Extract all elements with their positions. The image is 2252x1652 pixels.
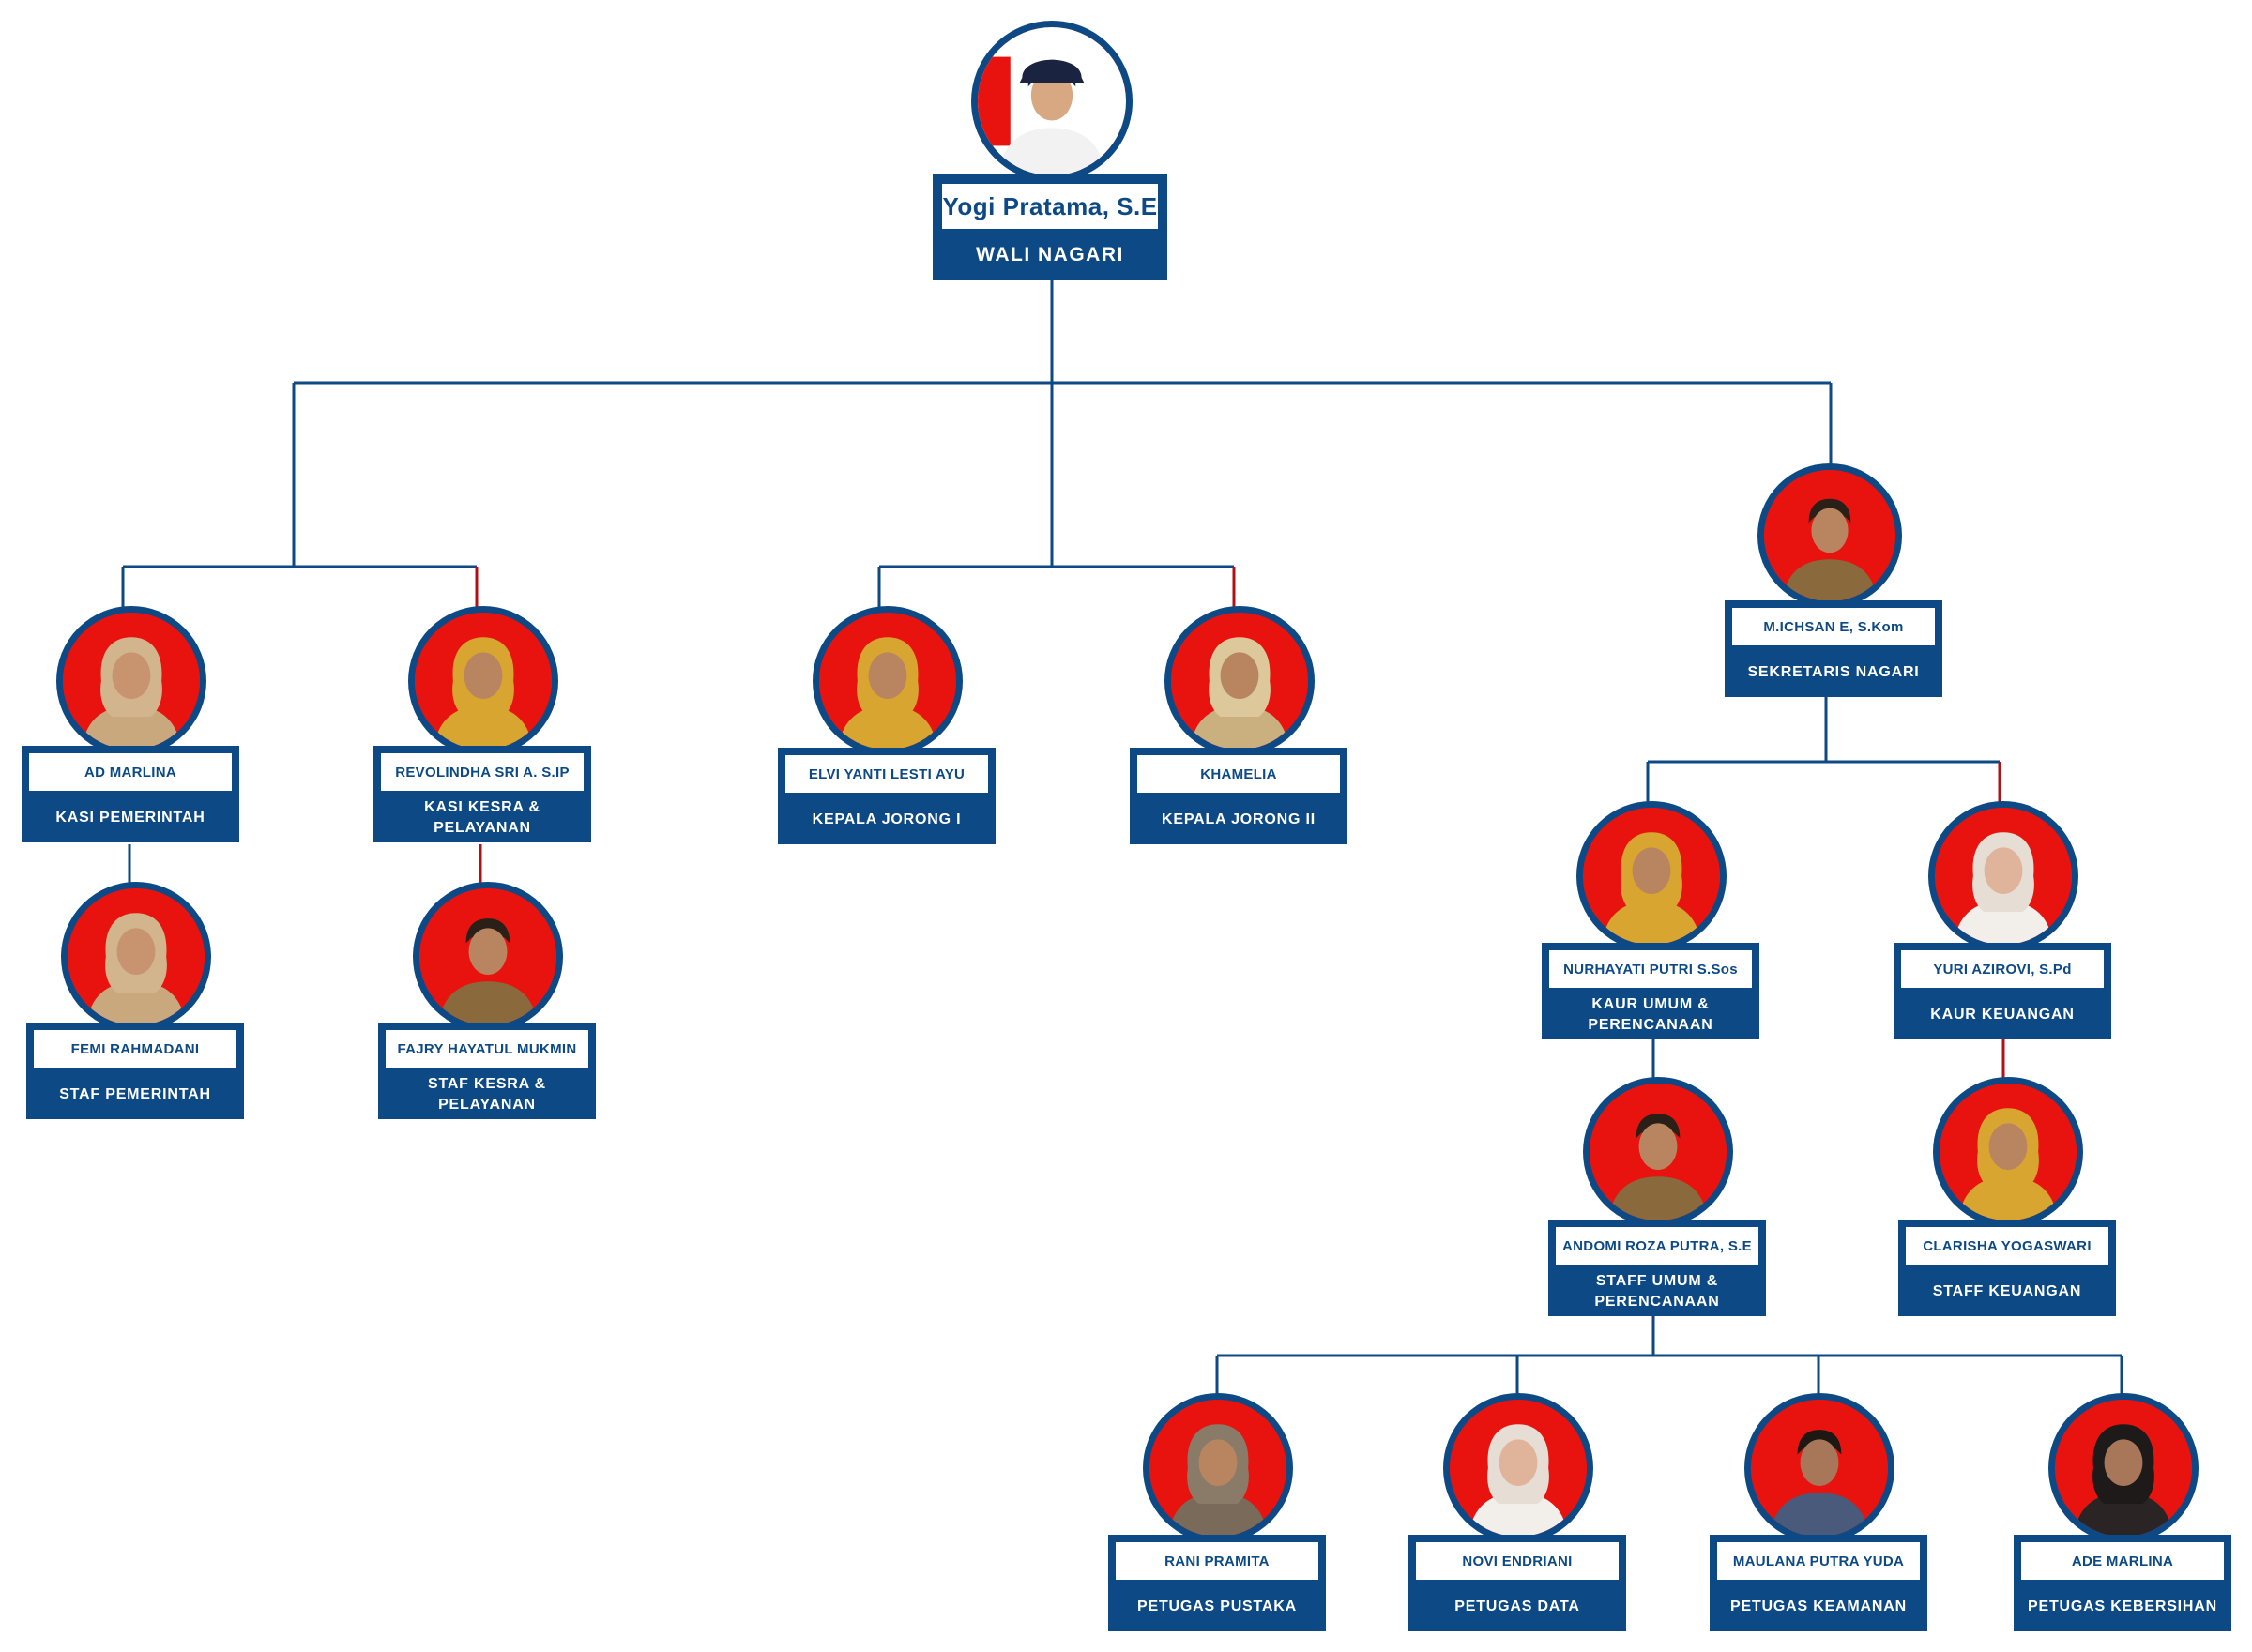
position-box: KHAMELIA KEPALA JORONG II <box>1130 748 1347 844</box>
position-box: AD MARLINA KASI PEMERINTAH <box>22 746 239 842</box>
portrait-photo <box>61 882 211 1032</box>
position-title: STAFF UMUM & PERENCANAAN <box>1594 1272 1720 1310</box>
person-name: M.ICHSAN E, S.Kom <box>1730 606 1937 647</box>
person-silhouette <box>1764 470 1895 601</box>
person-name: ELVI YANTI LESTI AYU <box>784 753 990 795</box>
person-silhouette <box>68 888 205 1025</box>
position-box: M.ICHSAN E, S.Kom SEKRETARIS NAGARI <box>1725 600 1942 697</box>
position-box: Yogi Pratama, S.E WALI NAGARI <box>933 174 1167 280</box>
portrait-photo <box>1583 1077 1733 1227</box>
position-box: NOVI ENDRIANI PETUGAS DATA <box>1408 1535 1626 1631</box>
position-title: SEKRETARIS NAGARI <box>1747 663 1920 680</box>
position-box: FEMI RAHMADANI STAF PEMERINTAH <box>26 1023 244 1119</box>
portrait-photo <box>1443 1393 1593 1543</box>
position-box: REVOLINDHA SRI A. S.IP KASI KESRA & PELA… <box>373 746 591 842</box>
person-silhouette <box>1940 1084 2077 1220</box>
person-silhouette <box>1751 1400 1888 1537</box>
person-name: YURI AZIROVI, S.Pd <box>1899 948 2106 990</box>
position-title: PETUGAS KEAMANAN <box>1730 1598 1907 1614</box>
portrait-photo <box>2048 1393 2199 1543</box>
person-name: MAULANA PUTRA YUDA <box>1715 1540 1922 1582</box>
position-title: PETUGAS PUSTAKA <box>1137 1598 1297 1614</box>
position-title: PETUGAS DATA <box>1454 1598 1580 1614</box>
position-title: KEPALA JORONG I <box>812 811 962 827</box>
person-silhouette <box>1149 1400 1286 1537</box>
person-silhouette <box>1450 1400 1587 1537</box>
portrait-photo <box>413 882 563 1032</box>
portrait-photo <box>1757 463 1902 608</box>
person-silhouette <box>1171 613 1308 750</box>
portrait-photo <box>1744 1393 1894 1543</box>
person-silhouette <box>415 613 552 750</box>
position-box: FAJRY HAYATUL MUKMIN STAF KESRA & PELAYA… <box>378 1023 596 1119</box>
person-name: REVOLINDHA SRI A. S.IP <box>379 751 586 793</box>
position-box: ANDOMI ROZA PUTRA, S.E STAFF UMUM & PERE… <box>1548 1220 1766 1316</box>
portrait-photo <box>408 606 558 756</box>
position-box: NURHAYATI PUTRI S.Sos KAUR UMUM & PERENC… <box>1542 943 1759 1039</box>
portrait-photo <box>1164 606 1315 756</box>
position-title: PETUGAS KEBERSIHAN <box>2028 1598 2217 1614</box>
person-name: NOVI ENDRIANI <box>1414 1540 1621 1582</box>
position-title: KAUR UMUM & PERENCANAAN <box>1588 995 1713 1033</box>
position-box: ADE MARLINA PETUGAS KEBERSIHAN <box>2014 1535 2231 1631</box>
person-silhouette <box>978 27 1126 175</box>
portrait-photo <box>1928 801 2078 951</box>
position-title: WALI NAGARI <box>976 243 1124 265</box>
person-silhouette <box>2055 1400 2192 1537</box>
position-box: YURI AZIROVI, S.Pd KAUR KEUANGAN <box>1894 943 2111 1039</box>
person-name: FEMI RAHMADANI <box>32 1028 238 1069</box>
person-name: NURHAYATI PUTRI S.Sos <box>1547 948 1754 990</box>
portrait-photo <box>1576 801 1727 951</box>
person-name: FAJRY HAYATUL MUKMIN <box>384 1028 590 1069</box>
person-silhouette <box>1935 808 2072 945</box>
position-title: KASI PEMERINTAH <box>55 809 205 826</box>
person-silhouette <box>819 613 956 750</box>
person-name: ANDOMI ROZA PUTRA, S.E <box>1554 1225 1760 1266</box>
person-name: KHAMELIA <box>1135 753 1342 795</box>
position-title: KAUR KEUANGAN <box>1930 1006 2075 1023</box>
person-silhouette <box>1590 1084 1727 1220</box>
portrait-photo <box>56 606 206 756</box>
person-name: CLARISHA YOGASWARI <box>1904 1225 2110 1266</box>
position-box: MAULANA PUTRA YUDA PETUGAS KEAMANAN <box>1710 1535 1927 1631</box>
position-title: KEPALA JORONG II <box>1162 811 1316 827</box>
position-box: CLARISHA YOGASWARI STAFF KEUANGAN <box>1898 1220 2116 1316</box>
person-silhouette <box>419 888 556 1025</box>
person-silhouette <box>63 613 200 750</box>
portrait-photo <box>971 21 1133 182</box>
position-box: RANI PRAMITA PETUGAS PUSTAKA <box>1108 1535 1326 1631</box>
person-name: Yogi Pratama, S.E <box>940 182 1160 231</box>
person-name: RANI PRAMITA <box>1114 1540 1320 1582</box>
portrait-photo <box>1933 1077 2083 1227</box>
position-title: KASI KESRA & PELAYANAN <box>424 798 540 836</box>
position-title: STAF PEMERINTAH <box>59 1085 211 1102</box>
person-name: AD MARLINA <box>27 751 234 793</box>
position-title: STAF KESRA & PELAYANAN <box>427 1075 547 1113</box>
portrait-photo <box>813 606 963 756</box>
person-name: ADE MARLINA <box>2019 1540 2226 1582</box>
position-title: STAFF KEUANGAN <box>1932 1282 2082 1299</box>
portrait-photo <box>1143 1393 1293 1543</box>
position-box: ELVI YANTI LESTI AYU KEPALA JORONG I <box>778 748 996 844</box>
person-silhouette <box>1583 808 1720 945</box>
